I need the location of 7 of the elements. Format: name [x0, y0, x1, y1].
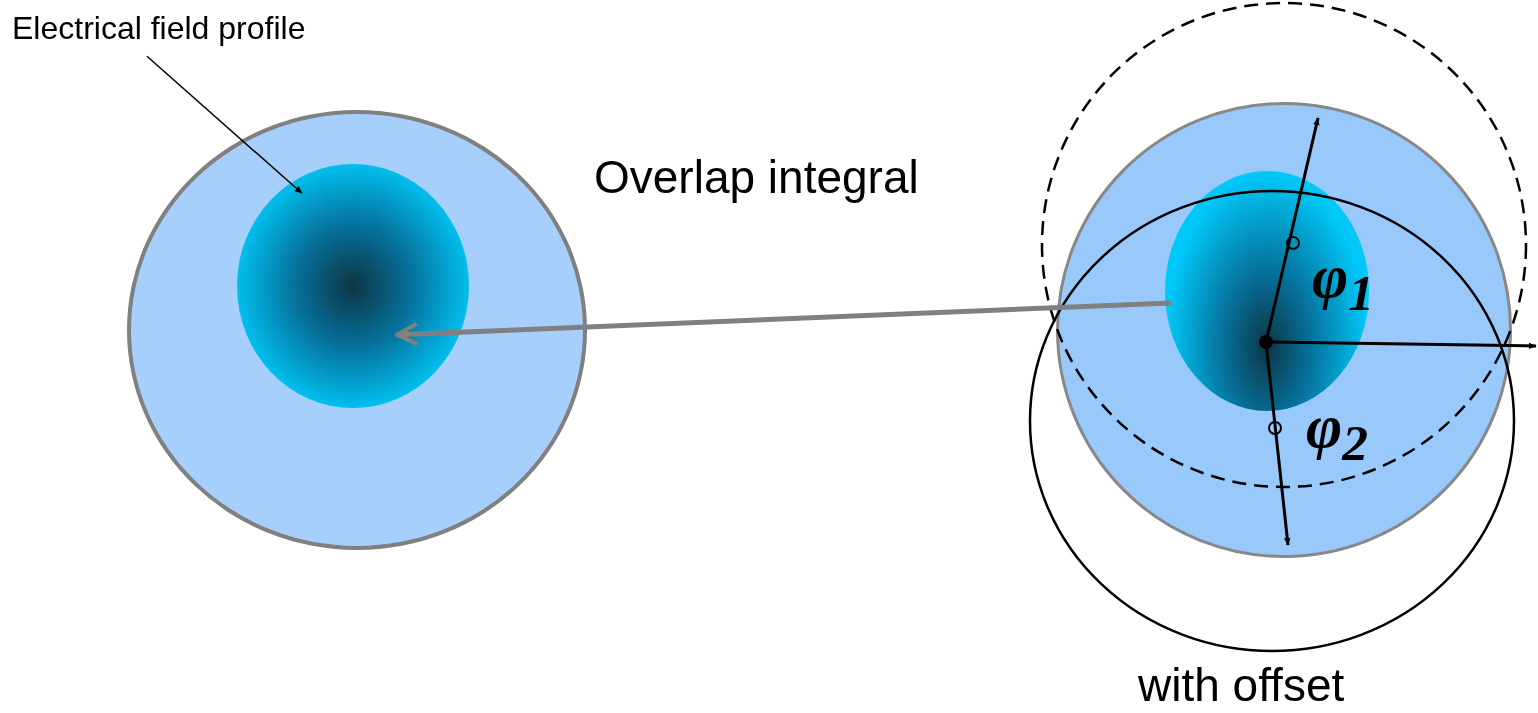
angle-symbol: φ$_{2}$ — [1306, 395, 1369, 470]
edge-label: Overlap integral — [594, 150, 919, 204]
caption-text: with offset — [1138, 658, 1345, 712]
arrow — [395, 300, 1172, 346]
callout-text: Electrical field profile — [12, 10, 306, 47]
angle-symbol: φ$_{1}$ — [1312, 245, 1375, 320]
leader-line — [146, 55, 303, 195]
